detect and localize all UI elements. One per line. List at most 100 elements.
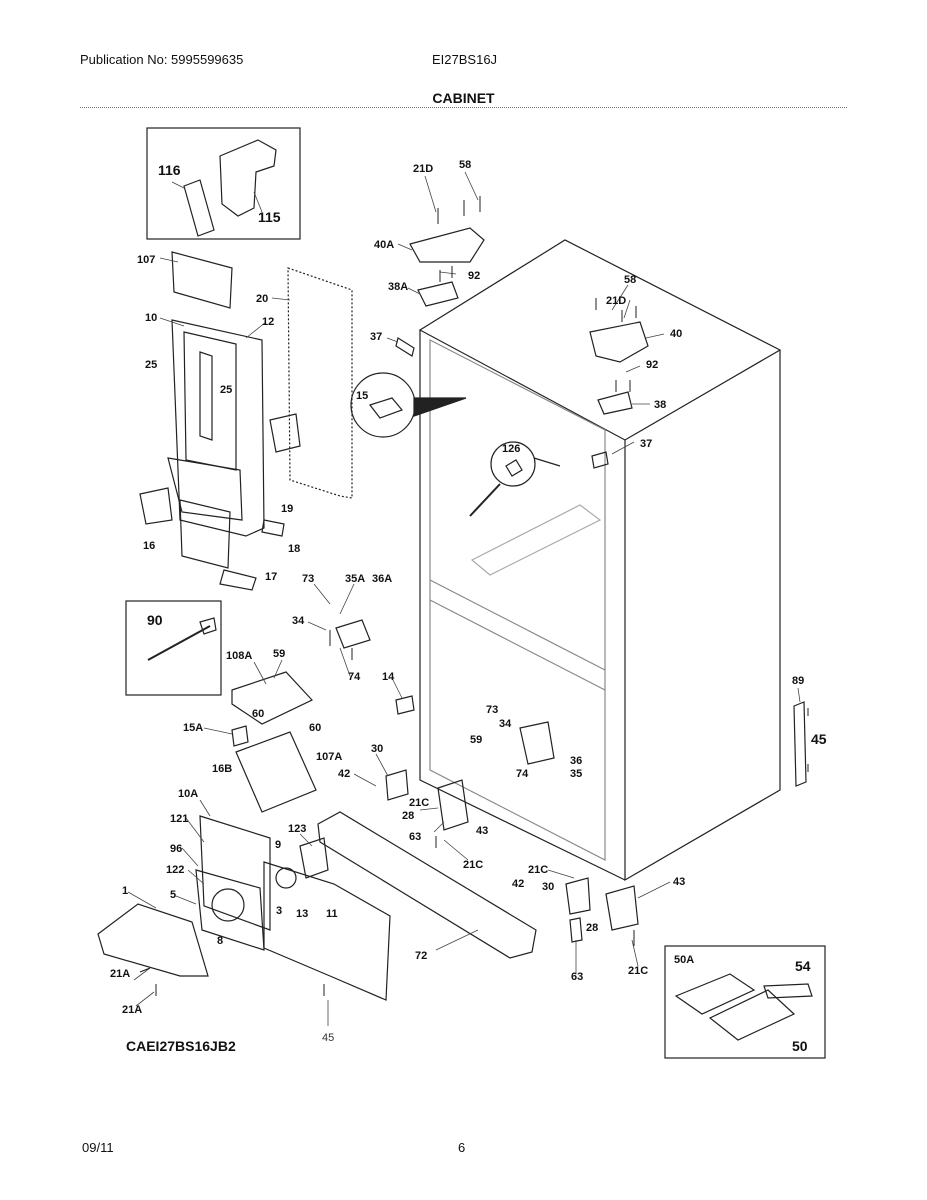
label-116: 116 [158, 162, 181, 178]
label-21C: 21C [463, 859, 483, 871]
label-92: 92 [646, 359, 658, 371]
label-38: 38 [654, 399, 666, 411]
label-10: 10 [145, 312, 157, 324]
label-42: 42 [338, 768, 350, 780]
label-58: 58 [624, 274, 636, 286]
label-14: 14 [382, 671, 395, 683]
label-123: 123 [288, 823, 306, 835]
label-58: 58 [459, 159, 471, 171]
label-10A: 10A [178, 788, 198, 800]
label-37: 37 [370, 331, 382, 343]
label-21D: 21D [413, 163, 433, 175]
label-18: 18 [288, 543, 300, 555]
label-45: 45 [811, 731, 827, 747]
label-35: 35 [570, 768, 582, 780]
label-20: 20 [256, 293, 268, 305]
label-16: 16 [143, 540, 155, 552]
label-73: 73 [302, 573, 314, 585]
hinge-43 [437, 779, 469, 831]
hinge-38 [597, 391, 633, 415]
label-15: 15 [356, 390, 368, 402]
hinge-36A [335, 619, 371, 649]
label-43: 43 [476, 825, 488, 837]
label-63: 63 [571, 971, 583, 983]
gasket-116 [183, 179, 215, 237]
label-42: 42 [512, 878, 524, 890]
label-21C: 21C [528, 864, 548, 876]
label-21A: 21A [122, 1004, 142, 1016]
label-30: 30 [371, 743, 383, 755]
label-126: 126 [502, 443, 520, 455]
label-21D: 21D [606, 295, 626, 307]
ice-dispenser-assembly [139, 251, 353, 591]
label-60: 60 [309, 722, 321, 734]
housing-115 [219, 139, 277, 217]
label-54: 54 [795, 958, 811, 974]
hinge-38A [417, 281, 459, 307]
label-96: 96 [170, 843, 182, 855]
label-43: 43 [673, 876, 685, 888]
label-72: 72 [415, 950, 427, 962]
hinge-40A [409, 227, 485, 263]
label-28: 28 [402, 810, 414, 822]
kickplate-72 [317, 811, 537, 959]
label-59: 59 [470, 734, 482, 746]
label-92: 92 [468, 270, 480, 282]
inset-box-50 [664, 945, 826, 1059]
label-45: 45 [322, 1032, 334, 1044]
label-21C: 21C [628, 965, 648, 977]
label-121: 121 [170, 813, 188, 825]
label-50: 50 [792, 1038, 808, 1054]
label-74: 74 [348, 671, 361, 683]
model-number: EI27BS16J [432, 52, 498, 67]
label-37: 37 [640, 438, 652, 450]
label-73: 73 [486, 704, 498, 716]
label-15A: 15A [183, 722, 203, 734]
page-number: 6 [458, 1140, 466, 1155]
label-8: 8 [217, 935, 223, 947]
inset-box-116-115 [146, 127, 301, 240]
label-28: 28 [586, 922, 598, 934]
label-35A: 35A [345, 573, 365, 585]
hinge-43-right [605, 885, 639, 931]
label-17: 17 [265, 571, 277, 583]
hinge-40 [589, 321, 649, 363]
label-25: 25 [220, 384, 232, 396]
publication-number: Publication No: 5995599635 [80, 52, 244, 67]
lens-107A [235, 731, 317, 813]
header-divider [80, 107, 847, 108]
publication-date: 09/11 [82, 1140, 114, 1155]
inset-box-90 [125, 600, 222, 696]
label-63: 63 [409, 831, 421, 843]
label-1: 1 [122, 885, 128, 897]
plug-37 [395, 337, 415, 357]
plug-37-right [591, 451, 609, 469]
label-21C: 21C [409, 797, 429, 809]
hinge-30-right [565, 877, 591, 915]
label-30: 30 [542, 881, 554, 893]
label-16B: 16B [212, 763, 232, 775]
label-13: 13 [296, 908, 308, 920]
label-59: 59 [273, 648, 285, 660]
label-115: 115 [258, 209, 281, 225]
part-14 [395, 695, 415, 715]
label-122: 122 [166, 864, 184, 876]
diagram-code: CAEI27BS16JB2 [126, 1038, 236, 1054]
label-34: 34 [292, 615, 305, 627]
fan-assembly [97, 815, 391, 1001]
label-74: 74 [516, 768, 529, 780]
label-25: 25 [145, 359, 157, 371]
label-40A: 40A [374, 239, 394, 251]
label-36A: 36A [372, 573, 392, 585]
magnifier-15 [350, 372, 416, 438]
magnifier-126 [490, 441, 536, 487]
label-11: 11 [326, 908, 338, 920]
hinge-36 [519, 721, 555, 765]
label-9: 9 [275, 839, 281, 851]
cabinet-body [418, 239, 782, 882]
harness-90 [147, 625, 211, 661]
label-108A: 108A [226, 650, 252, 662]
label-36: 36 [570, 755, 582, 767]
label-60: 60 [252, 708, 264, 720]
